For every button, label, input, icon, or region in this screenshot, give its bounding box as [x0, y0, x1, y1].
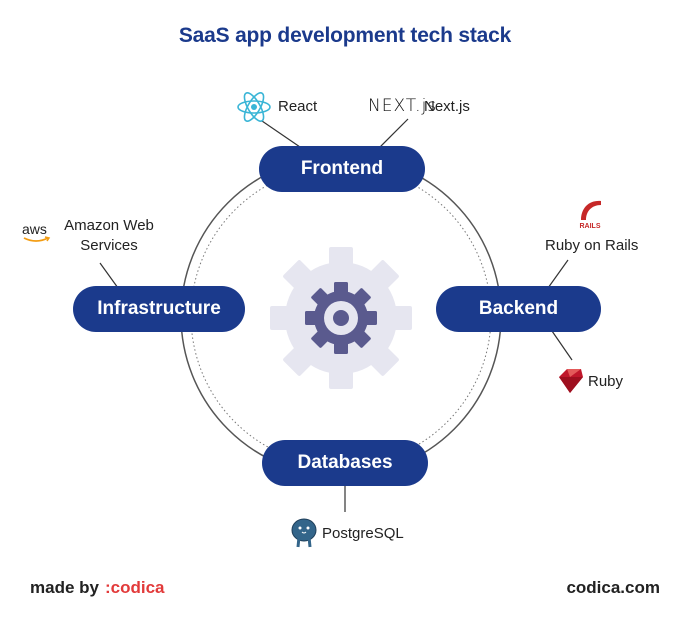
- aws-label: Amazon Web Services: [55, 216, 163, 256]
- react-icon: [237, 92, 271, 122]
- nextjs-icon: NEXT.js: [368, 96, 438, 116]
- connector-rails: [547, 259, 569, 289]
- rails-icon: RAILS: [580, 200, 601, 230]
- brand-logo: :codica: [104, 578, 165, 597]
- made-by: made by :codica: [30, 578, 165, 598]
- databases-node: Databases: [262, 440, 428, 486]
- nextjs-label: Next.js: [424, 98, 470, 115]
- connector-react: [261, 120, 301, 148]
- gear-icon: [270, 247, 412, 389]
- postgresql-icon: [291, 518, 317, 548]
- aws-label-line2: Services: [80, 237, 138, 254]
- postgresql-label: PostgreSQL: [322, 525, 404, 542]
- backend-node: Backend: [436, 286, 601, 332]
- rails-label: Ruby on Rails: [545, 237, 639, 254]
- rails-logo-text: RAILS: [580, 223, 601, 230]
- connector-ruby: [551, 330, 573, 361]
- ruby-icon: [559, 369, 583, 393]
- infrastructure-node: Infrastructure: [73, 286, 245, 332]
- ruby-label: Ruby: [588, 373, 624, 390]
- frontend-node: Frontend: [259, 146, 425, 192]
- made-by-text: made by: [30, 578, 99, 597]
- diagram-title: SaaS app development tech stack: [178, 24, 512, 47]
- connector-aws: [99, 262, 119, 289]
- react-label: React: [278, 98, 318, 115]
- connector-nextjs: [379, 118, 409, 148]
- aws-logo-text: aws: [22, 221, 47, 237]
- aws-label-line1: Amazon Web: [64, 217, 154, 234]
- aws-icon: aws: [22, 222, 52, 252]
- site-link[interactable]: codica.com: [566, 578, 660, 597]
